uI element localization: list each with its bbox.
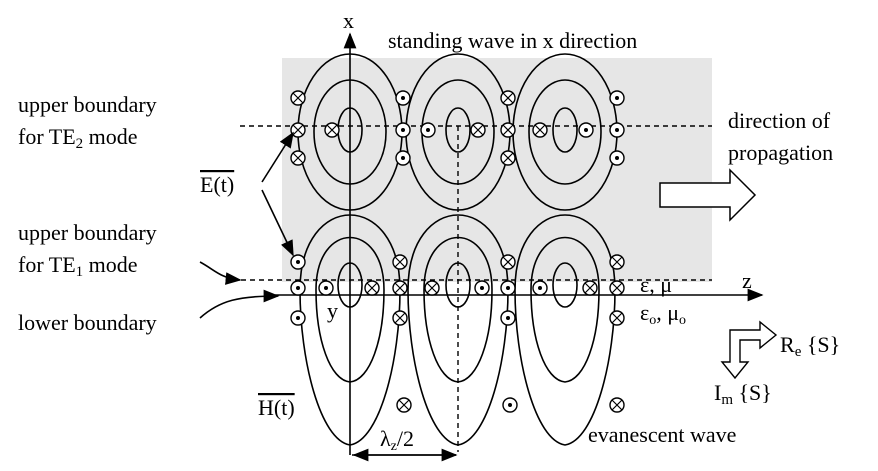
direction-label: direction of — [728, 108, 831, 133]
medium-outside-label: εo, μo — [640, 300, 686, 328]
e-field-label: E(t) — [200, 172, 234, 197]
y-axis-label: y — [327, 298, 338, 323]
half-wavelength-label: λz/2 — [380, 426, 414, 454]
h-field-label: H(t) — [258, 395, 295, 420]
poynting-arrows-icon — [720, 320, 778, 380]
propagation-arrow-icon — [659, 168, 757, 222]
te1-label-2: for TE1 mode — [18, 252, 138, 280]
evanescent-wave-label: evanescent wave — [588, 422, 736, 447]
te2-label: upper boundary — [18, 92, 157, 117]
annotation-arrows — [199, 131, 294, 319]
x-axis-label: x — [343, 8, 354, 33]
waveguide-region — [282, 58, 712, 282]
imag-poynting-label: Im {S} — [714, 380, 772, 408]
diagram-title: standing wave in x direction — [388, 28, 637, 53]
real-poynting-label: Re {S} — [780, 332, 840, 360]
te2-label-2: for TE2 mode — [18, 124, 138, 152]
z-axis-label: z — [742, 268, 752, 293]
medium-inside-label: ε, μ — [640, 272, 672, 297]
propagation-label: propagation — [728, 140, 833, 165]
lower-boundary-label: lower boundary — [18, 310, 157, 335]
te1-label: upper boundary — [18, 220, 157, 245]
lower-field-loops — [299, 214, 616, 446]
